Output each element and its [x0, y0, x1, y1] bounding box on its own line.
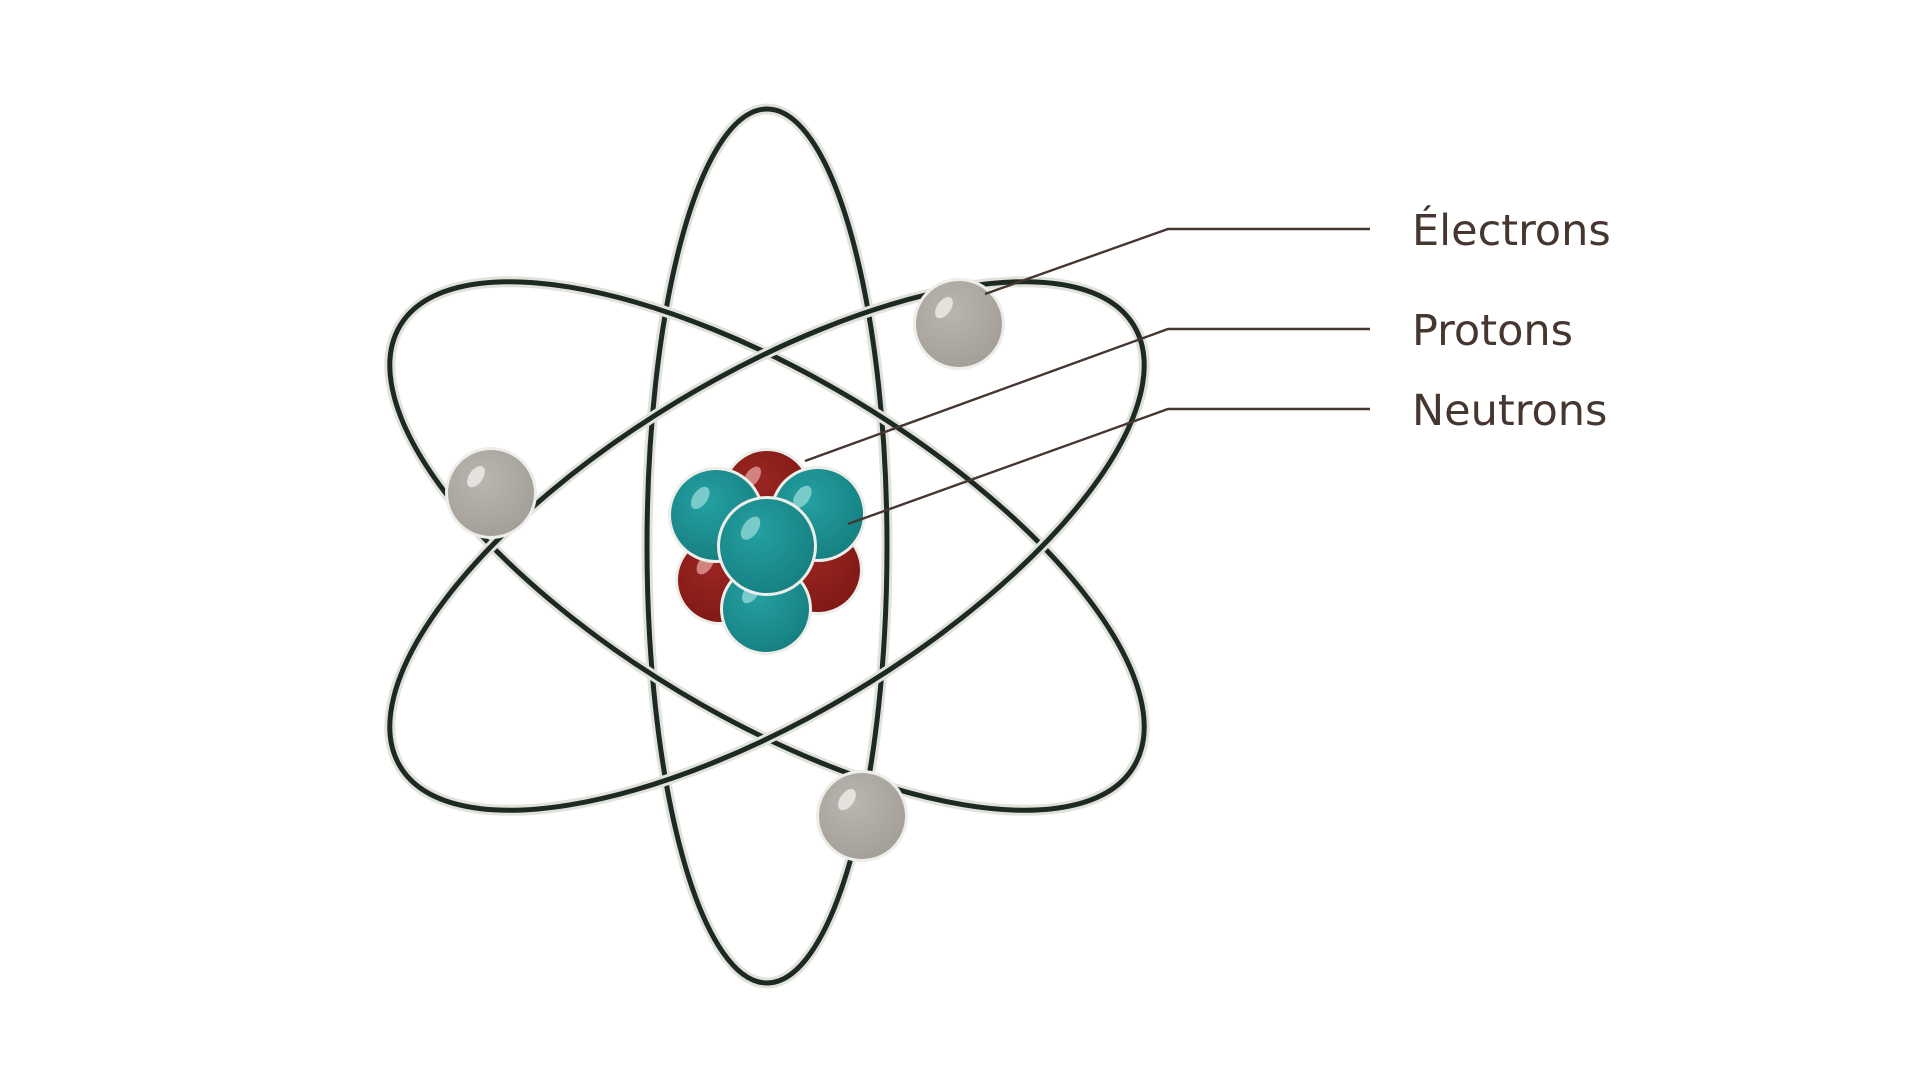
- leader-lines: [804, 227, 1370, 526]
- neutron-4-body: [720, 499, 814, 593]
- orbit-tilted-right-line: [387, 279, 1147, 813]
- nucleus: [668, 448, 866, 655]
- label-neutrons: Neutrons: [1412, 386, 1607, 436]
- electrons: [445, 278, 1005, 862]
- electron-2-body: [448, 450, 534, 536]
- electron-3: [816, 770, 908, 862]
- electron-2: [445, 447, 537, 539]
- electron-3-highlight: [838, 789, 856, 811]
- neutron-4: [717, 496, 817, 596]
- protons-leader-line: [804, 327, 1370, 463]
- orbit-tilted-left-line: [387, 279, 1147, 813]
- neutron-2-highlight: [792, 485, 812, 509]
- label-protons: Protons: [1412, 306, 1573, 356]
- orbit-vertical: [641, 103, 893, 989]
- electron-1: [913, 278, 1005, 370]
- orbit-vertical-line: [644, 106, 890, 986]
- electron-1-highlight: [935, 297, 953, 319]
- electron-1-body: [916, 281, 1002, 367]
- electrons-leader-line: [984, 227, 1370, 296]
- orbit-tilted-left: [384, 276, 1150, 816]
- orbit-tilted-right: [384, 276, 1150, 816]
- label-electrons: Électrons: [1412, 205, 1611, 256]
- electron-3-body: [819, 773, 905, 859]
- neutron-1-highlight: [690, 486, 710, 510]
- neutrons-leader-line: [847, 407, 1370, 526]
- electron-2-highlight: [467, 466, 485, 488]
- neutron-4-highlight: [740, 516, 761, 540]
- orbits: [384, 103, 1150, 989]
